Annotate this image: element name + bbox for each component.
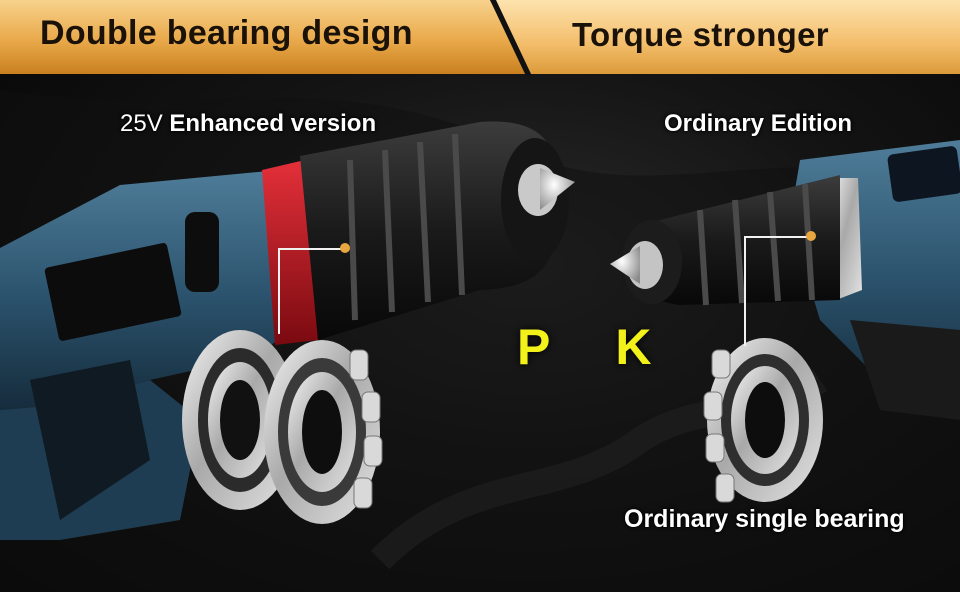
pointer-line-left-h xyxy=(278,248,346,250)
header-banner-right xyxy=(492,0,960,74)
pointer-dot-right xyxy=(806,231,816,241)
header-title-left: Double bearing design xyxy=(40,14,413,52)
voltage-text: 25V xyxy=(120,110,163,137)
pointer-line-left-v xyxy=(278,248,280,334)
header-banner-left xyxy=(0,0,528,74)
pk-label: P K xyxy=(517,319,678,375)
pointer-line-right-h xyxy=(744,236,810,238)
ordinary-drill xyxy=(610,140,960,420)
ordinary-edition-label: Ordinary Edition xyxy=(664,110,853,137)
enhanced-drill xyxy=(0,121,575,540)
single-bearing-label: Ordinary single bearing xyxy=(624,505,905,533)
pointer-line-right-v xyxy=(744,236,746,346)
double-bearing xyxy=(182,330,383,524)
enhanced-version-label: 25V Enhanced version xyxy=(120,110,376,138)
header-title-right: Torque stronger xyxy=(572,16,829,53)
pointer-dot-left xyxy=(340,243,350,253)
single-bearing xyxy=(703,338,823,503)
enhanced-text: Enhanced version xyxy=(169,110,377,137)
